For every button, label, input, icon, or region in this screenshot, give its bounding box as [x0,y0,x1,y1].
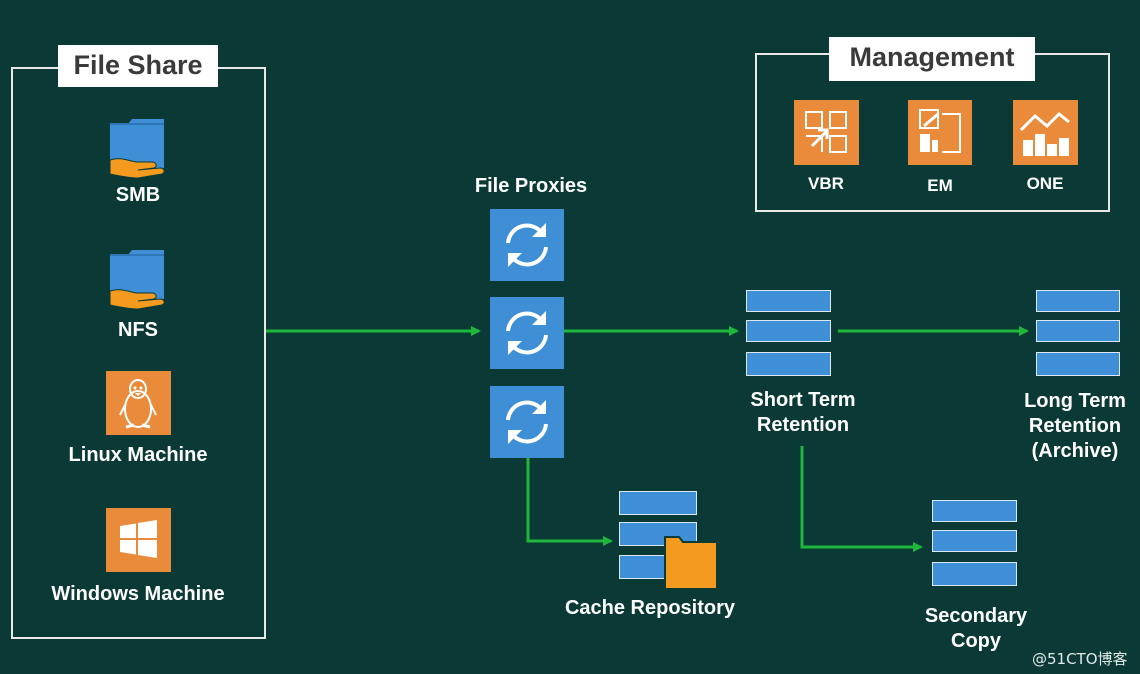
watermark: @51CTO博客 [1032,650,1128,668]
windows-machine-label: Windows Machine [51,583,225,605]
smb-label: SMB [115,184,161,206]
long-term-storage-icon [1036,290,1120,376]
management-title: Management [829,37,1035,81]
nfs-label: NFS [118,319,158,341]
linux-machine-label: Linux Machine [68,444,208,466]
cache-repository-label: Cache Repository [564,597,736,619]
sync-icon [506,311,548,355]
sync-icon [506,223,548,267]
vbr-label: VBR [808,174,844,193]
short-term-storage-icon [746,290,831,376]
arrow-proxies-to-cache [526,457,613,546]
file-proxy-2 [490,297,564,369]
file-proxy-3 [490,386,564,458]
windows-logo-icon [106,508,171,572]
long-term-label-line3: (Archive) [1031,440,1119,462]
arrow-shortterm-to-secondary [800,446,923,552]
em-icon [908,100,972,165]
nfs-folder-share-icon [108,247,166,311]
secondary-copy-label-line1: Secondary [924,605,1028,627]
short-term-label-line1: Short Term [750,389,856,411]
file-proxies-label: File Proxies [474,175,588,197]
folder-icon [664,536,718,590]
one-chart-icon [1013,100,1078,165]
long-term-label-line1: Long Term [1024,390,1126,412]
cache-repository-icon [619,491,719,591]
short-term-label-line2: Retention [756,414,850,436]
file-proxy-1 [490,209,564,281]
em-label: EM [927,176,953,195]
secondary-copy-storage-icon [932,500,1017,586]
smb-folder-share-icon [108,116,166,180]
linux-penguin-icon [106,371,171,435]
file-share-title: File Share [58,45,218,87]
vbr-icon [794,100,859,165]
one-label: ONE [1026,174,1064,193]
long-term-label-line2: Retention [1028,415,1122,437]
sync-icon [506,400,548,444]
secondary-copy-label-line2: Copy [951,630,1001,652]
